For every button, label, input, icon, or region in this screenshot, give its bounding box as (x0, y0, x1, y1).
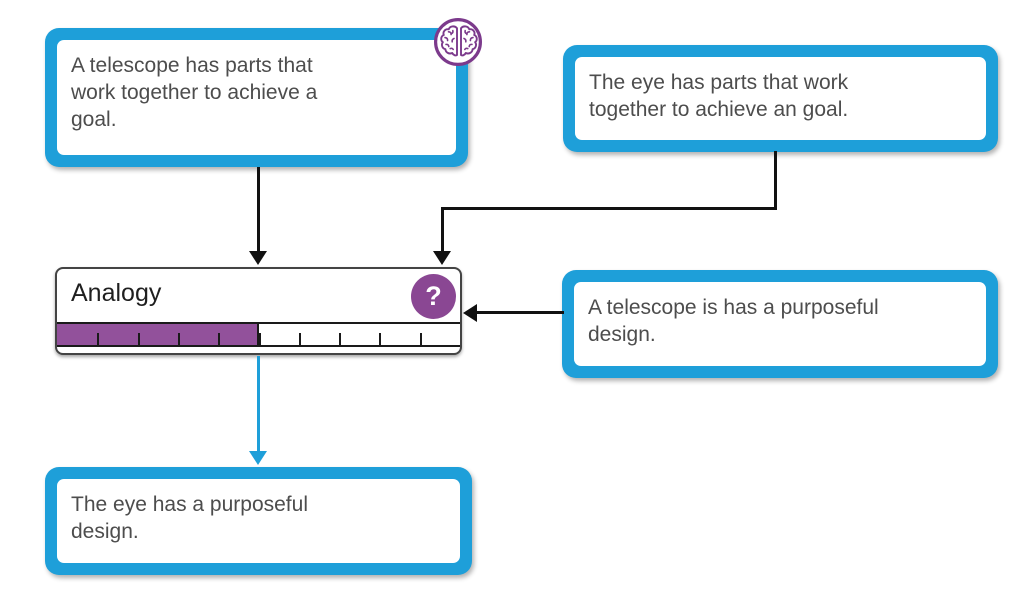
connector-conclusion-line (257, 356, 260, 452)
question-mark-icon[interactable]: ? (411, 274, 456, 319)
node-text: The eye has parts that work together to … (575, 57, 986, 140)
analogy-title: Analogy (71, 279, 162, 307)
connector-premise2-line-drop (441, 209, 444, 252)
connector-conclusion-arrowhead-icon (249, 451, 267, 465)
node-text: A telescope is has a purposeful design. (574, 282, 986, 366)
connector-premise1-arrowhead-icon (249, 251, 267, 265)
node-text: A telescope has parts that work together… (57, 40, 456, 155)
node-premise-eye-parts[interactable]: The eye has parts that work together to … (563, 45, 998, 152)
analogy-strength-bar[interactable] (57, 322, 460, 347)
node-conclusion-eye-design[interactable]: The eye has a purposeful design. (45, 467, 472, 575)
brain-icon[interactable] (433, 17, 483, 67)
connector-premise3-line (477, 311, 564, 314)
analogy-node[interactable]: Analogy ? (55, 267, 462, 355)
connector-premise2-line-vertical (774, 151, 777, 209)
analogy-strength-fill (57, 324, 259, 345)
connector-premise1-line (257, 167, 260, 252)
node-premise-telescope-parts[interactable]: A telescope has parts that work together… (45, 28, 468, 167)
help-button-label: ? (425, 281, 442, 311)
node-premise-telescope-design[interactable]: A telescope is has a purposeful design. (562, 270, 998, 378)
node-text: The eye has a purposeful design. (57, 479, 460, 563)
connector-premise3-arrowhead-icon (463, 304, 477, 322)
connector-premise2-line-horizontal (441, 207, 777, 210)
brain-icon-graphic (434, 18, 482, 66)
connector-premise2-arrowhead-icon (433, 251, 451, 265)
